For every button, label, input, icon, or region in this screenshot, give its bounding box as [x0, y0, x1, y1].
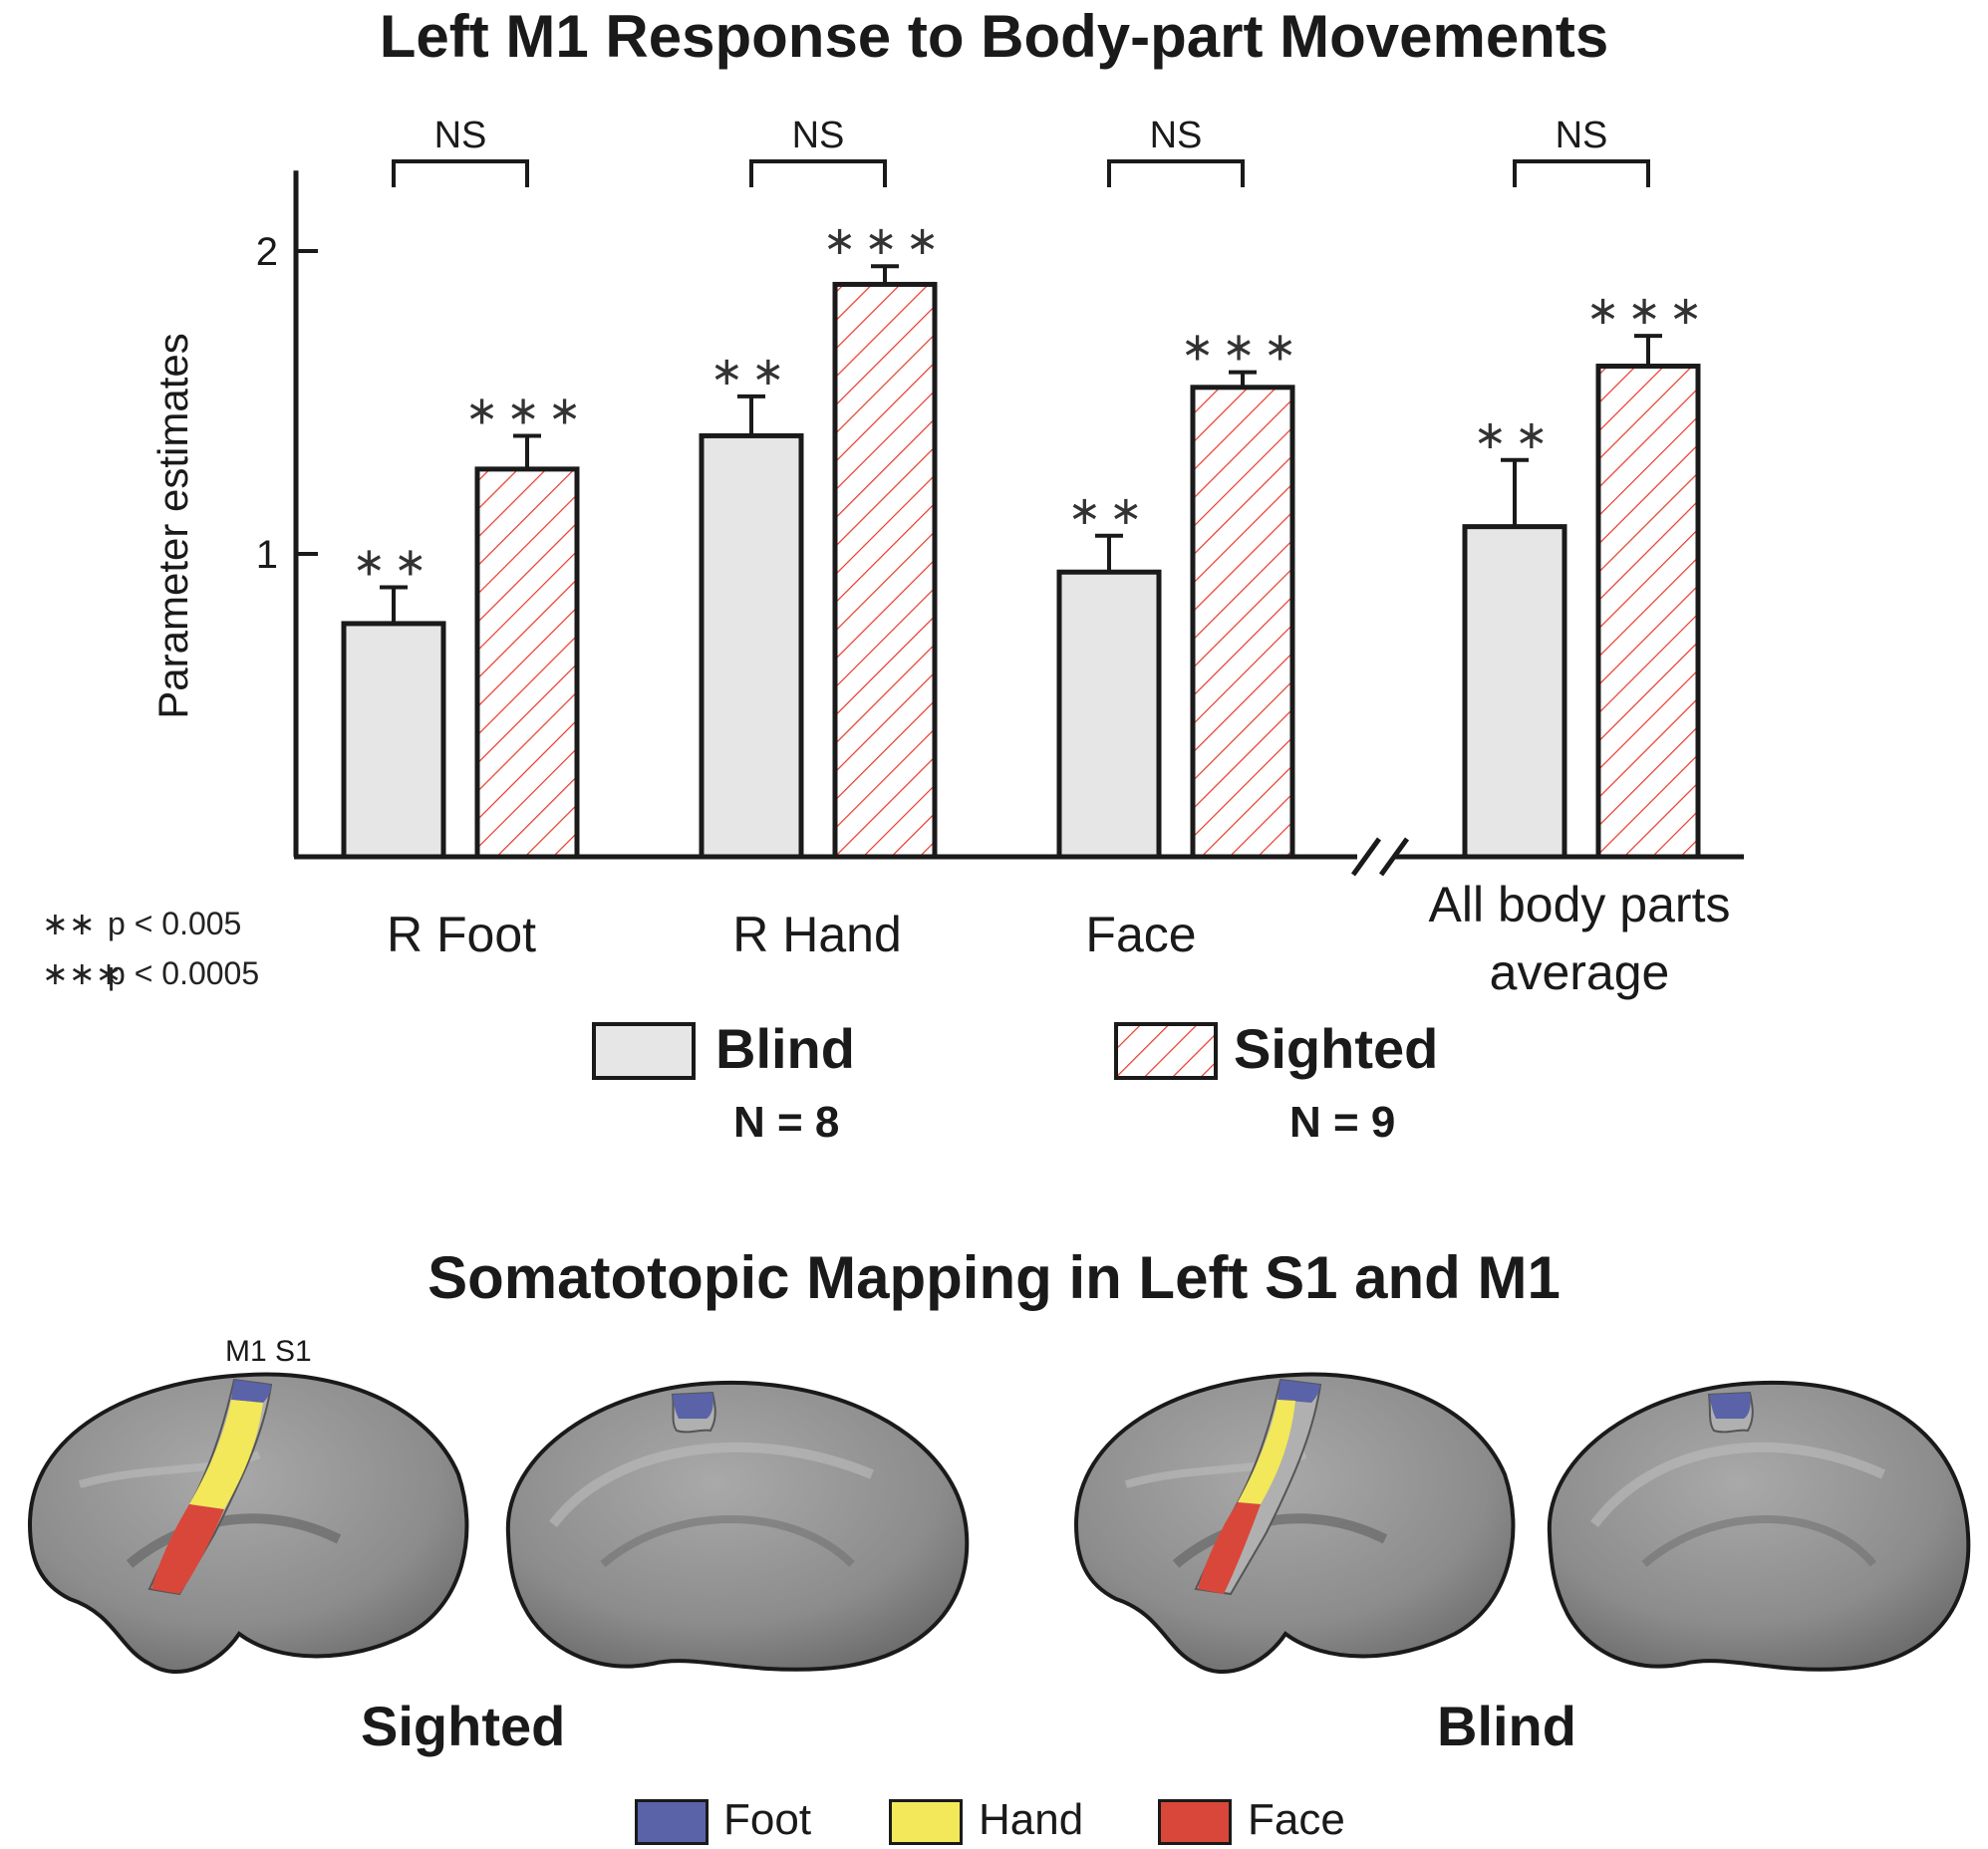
bar-blind [1462, 524, 1567, 860]
category-label: average [1490, 944, 1670, 1000]
legend-label-blind: Blind [715, 1017, 855, 1080]
comparison-bracket [392, 159, 529, 187]
category-label: R Hand [732, 907, 902, 962]
sig-legend-row-2: ∗∗∗p < 0.0005 [42, 954, 259, 992]
brain-surface [1547, 1380, 1971, 1672]
significance-stars: ∗∗ [1067, 488, 1150, 534]
sig-legend-stars-2: ∗∗∗ [42, 955, 123, 991]
brain-sighted-lateral [27, 1372, 469, 1675]
bar-blind [699, 432, 804, 860]
bar-blind [341, 621, 446, 860]
category-label: All body parts [1429, 877, 1731, 932]
bar-sighted [1190, 385, 1295, 860]
bar-sighted [832, 281, 938, 860]
comparison-label: NS [1556, 115, 1608, 156]
comparison-label: NS [1150, 115, 1203, 156]
brain-label-blind: Blind [1437, 1695, 1576, 1757]
sig-legend-stars-1: ∗∗ [42, 906, 96, 941]
region-labels: M1 S1 [225, 1335, 312, 1368]
significance-stars: ∗∗ [352, 539, 434, 585]
brain-sighted-medial [505, 1380, 970, 1672]
category-label: Face [1085, 907, 1196, 962]
legend-swatch-sighted [1114, 1022, 1218, 1080]
brain-label-sighted: Sighted [361, 1695, 566, 1757]
roi-foot [1709, 1393, 1751, 1419]
roi-foot [1278, 1380, 1320, 1403]
comparison-bracket [1107, 159, 1245, 187]
significance-stars: ∗∗∗ [1181, 325, 1305, 371]
roi-hand [189, 1400, 263, 1509]
map-legend-label-hand: Hand [979, 1795, 1084, 1844]
map-legend-swatch-foot [635, 1799, 709, 1845]
roi-face [151, 1504, 224, 1594]
legend-label-sighted: Sighted [1234, 1017, 1439, 1080]
significance-stars: ∗∗∗ [1586, 288, 1711, 334]
sig-legend-text-2: p < 0.0005 [108, 955, 260, 991]
y-axis-label: Parameter estimates [149, 333, 196, 718]
roi-hand [1238, 1400, 1295, 1504]
comparison-label: NS [792, 115, 845, 156]
roi-foot [673, 1393, 713, 1419]
significance-stars: ∗∗∗ [823, 218, 948, 264]
sig-legend-text-1: p < 0.005 [108, 906, 242, 941]
legend-n-blind: N = 8 [733, 1098, 840, 1147]
sig-legend-row-1: ∗∗ p < 0.005 [42, 905, 241, 942]
axis-break-mark [1350, 837, 1382, 877]
roi-face [1198, 1502, 1261, 1594]
chart-title: Left M1 Response to Body-part Movements [379, 3, 1609, 70]
comparison-label: NS [434, 115, 487, 156]
axis-break-mark [1378, 837, 1410, 877]
legend-n-sighted: N = 9 [1289, 1098, 1396, 1147]
y-tick-label: 2 [256, 230, 278, 274]
bar-blind [1056, 569, 1162, 860]
brain-blind-lateral [1073, 1372, 1516, 1675]
significance-stars: ∗∗ [1473, 412, 1556, 458]
map-legend-label-foot: Foot [723, 1795, 812, 1844]
bar-sighted [474, 466, 580, 860]
comparison-bracket [1513, 159, 1650, 187]
legend-swatch-blind [592, 1022, 696, 1080]
category-label: R Foot [387, 907, 536, 962]
map-legend-swatch-face [1158, 1799, 1232, 1845]
brain-blind-medial [1547, 1380, 1971, 1672]
brain-surfaces [27, 1372, 1971, 1675]
map-legend-swatch-hand [889, 1799, 963, 1845]
roi-foot [231, 1380, 271, 1403]
comparison-bracket [749, 159, 887, 187]
bar-sighted [1595, 364, 1701, 860]
mapping-title: Somatotopic Mapping in Left S1 and M1 [427, 1244, 1561, 1311]
map-legend-label-face: Face [1248, 1795, 1345, 1844]
significance-stars: ∗∗ [710, 349, 792, 395]
significance-stars: ∗∗∗ [465, 388, 590, 433]
brain-surface [505, 1380, 970, 1672]
y-tick-label: 1 [256, 533, 278, 577]
